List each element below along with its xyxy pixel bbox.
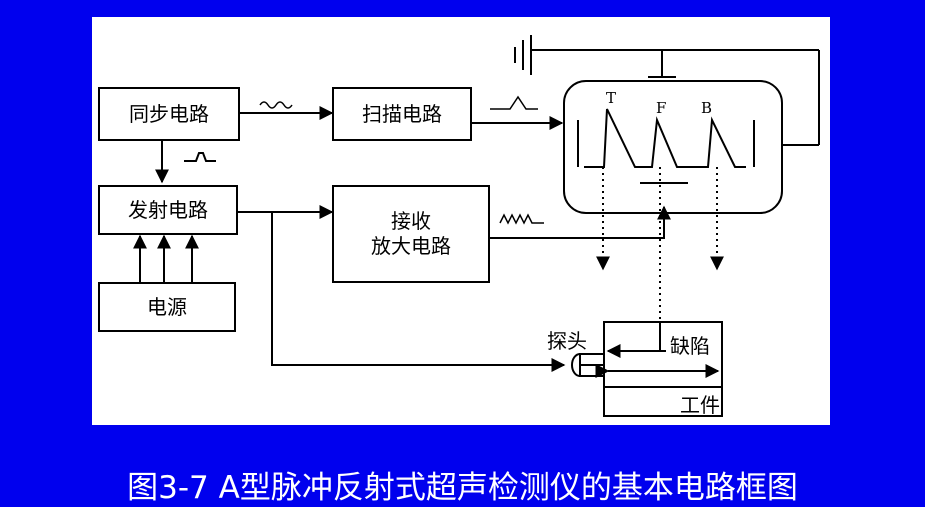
sweep-circuit-block: 扫描电路 <box>332 87 472 141</box>
sync-signal-wave <box>259 101 293 109</box>
receive-amplifier-label: 接收 放大电路 <box>371 209 451 259</box>
diagram-wiring <box>133 35 820 417</box>
receive-amplifier-block: 接收 放大电路 <box>332 185 490 283</box>
crt-trace <box>584 108 746 168</box>
probe-label: 探头 <box>547 329 587 353</box>
receive-label-line1: 接收 <box>391 209 431 233</box>
defect-label: 缺陷 <box>670 334 710 358</box>
workpiece-label: 工件 <box>680 393 720 417</box>
echo-signal-wave <box>499 213 544 225</box>
crt-screen <box>563 80 783 214</box>
probe-head <box>571 353 581 377</box>
sync-circuit-label: 同步电路 <box>129 101 209 126</box>
wire-receive-to-crt <box>490 205 671 239</box>
sweep-circuit-label: 扫描电路 <box>362 101 442 126</box>
crt-mark-f: F <box>656 99 667 117</box>
circuit-diagram: 同步电路 扫描电路 发射电路 接收 放大电路 电源 T F B 探头 缺陷 工件 <box>92 17 830 425</box>
wire-transmit-to-probe <box>271 212 566 372</box>
receive-label-line2: 放大电路 <box>371 234 451 258</box>
sync-circuit-block: 同步电路 <box>98 87 240 141</box>
power-supply-label: 电源 <box>147 294 187 319</box>
crt-mark-b: B <box>701 99 713 117</box>
transmit-circuit-block: 发射电路 <box>98 185 238 235</box>
power-supply-block: 电源 <box>98 282 236 332</box>
sync-output-pulse <box>184 152 216 162</box>
figure-caption: 图3-7 A型脉冲反射式超声检测仪的基本电路框图 <box>127 470 798 506</box>
transmit-circuit-label: 发射电路 <box>128 197 208 222</box>
crt-mark-t: T <box>606 89 617 107</box>
sweep-signal-wave <box>490 95 538 110</box>
